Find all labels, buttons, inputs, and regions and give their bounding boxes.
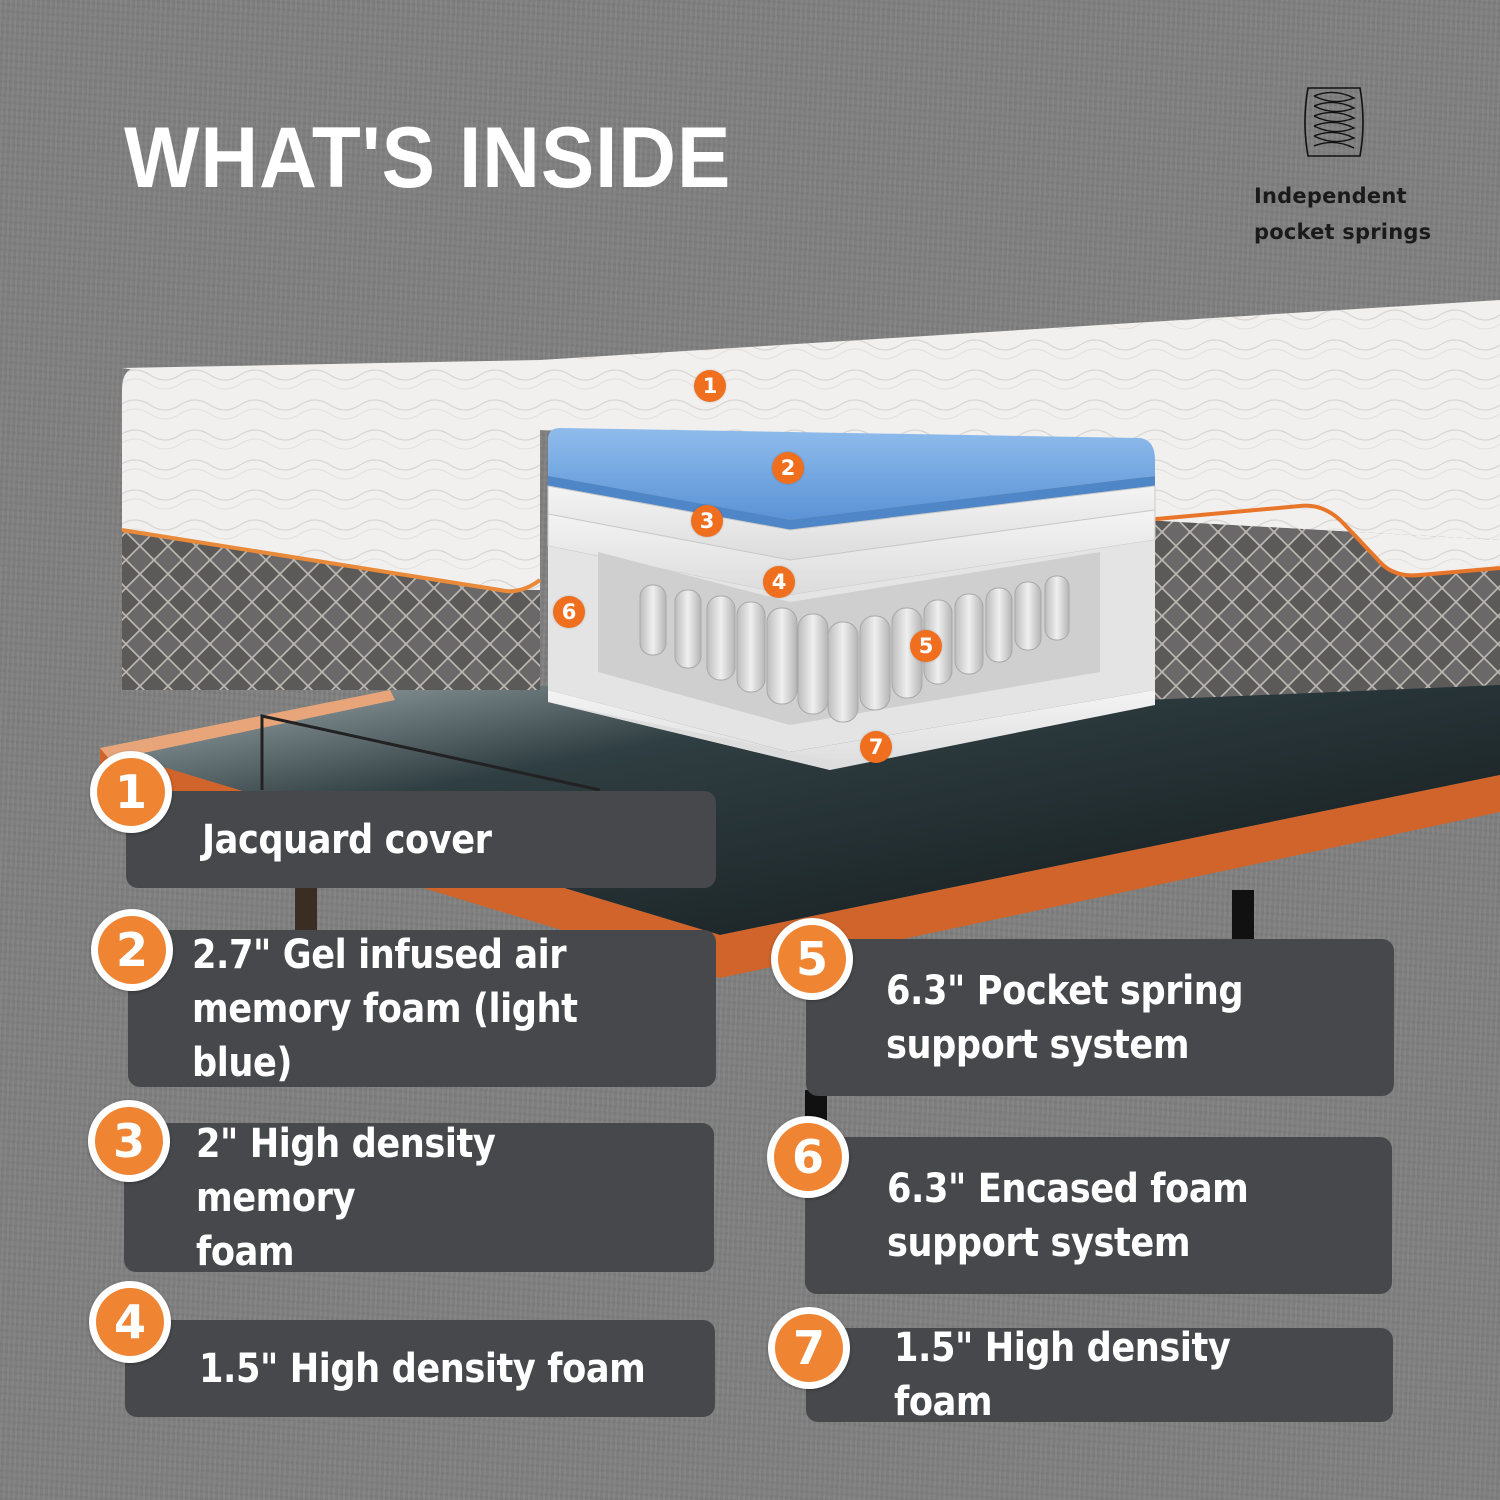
layer-label-1: Jacquard cover: [126, 791, 716, 888]
layer-badge-6: 6: [767, 1116, 849, 1198]
pin-number: 7: [868, 735, 884, 759]
pin-number: 2: [780, 456, 796, 480]
diagram-pin-7: 7: [860, 731, 892, 763]
pin-number: 1: [702, 374, 718, 398]
badge-number: 3: [95, 1107, 163, 1175]
layer-label-3: 2" High density memory foam: [124, 1121, 714, 1275]
layer-badge-2: 2: [91, 909, 173, 991]
layer-label-text: Jacquard cover: [202, 816, 492, 863]
layer-label-text: 2" High density memory foam: [196, 1120, 496, 1275]
pin-number: 3: [699, 509, 715, 533]
layer-badge-7: 7: [768, 1307, 850, 1389]
diagram-pin-3: 3: [691, 505, 723, 537]
pocket-spring-icon: [1304, 87, 1364, 157]
layer-badge-4: 4: [89, 1281, 171, 1363]
layer-label-text: 6.3" Pocket spring support system: [886, 967, 1244, 1068]
layer-label-text: 1.5" High density foam: [199, 1345, 646, 1392]
layer-badge-5: 5: [771, 918, 853, 1000]
layer-label-text: 6.3" Encased foam support system: [887, 1165, 1249, 1266]
layer-label-4: 1.5" High density foam: [125, 1320, 715, 1417]
badge-number: 1: [97, 758, 165, 826]
layer-label-5: 6.3" Pocket spring support system: [806, 939, 1394, 1096]
layer-label-text: 2.7" Gel infused air memory foam (light …: [192, 931, 578, 1086]
diagram-pin-2: 2: [772, 452, 804, 484]
badge-number: 5: [778, 925, 846, 993]
badge-number: 6: [774, 1123, 842, 1191]
layer-label-7: 1.5" High density foam: [806, 1325, 1393, 1425]
layer-label-text: 1.5" High density foam: [894, 1325, 1231, 1425]
diagram-pin-1: 1: [694, 370, 726, 402]
badge-number: 4: [96, 1288, 164, 1356]
badge-number: 7: [775, 1314, 843, 1382]
layer-badge-3: 3: [88, 1100, 170, 1182]
diagram-pin-5: 5: [910, 630, 942, 662]
page-title: WHAT'S INSIDE: [124, 110, 732, 206]
pin-number: 5: [918, 634, 934, 658]
diagram-pin-4: 4: [763, 566, 795, 598]
layer-badge-1: 1: [90, 751, 172, 833]
pin-number: 4: [771, 570, 787, 594]
layer-label-2: 2.7" Gel infused air memory foam (light …: [128, 930, 716, 1087]
pocket-spring-label: Independent pocket springs: [1254, 184, 1432, 244]
badge-number: 2: [98, 916, 166, 984]
diagram-pin-6: 6: [553, 596, 585, 628]
pin-number: 6: [561, 600, 577, 624]
layer-label-6: 6.3" Encased foam support system: [805, 1137, 1392, 1294]
